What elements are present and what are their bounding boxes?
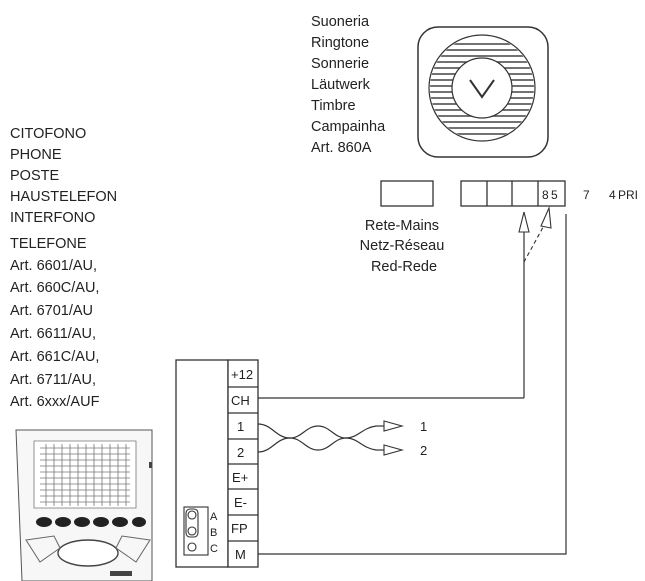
- mains-label: Rete-Mains Netz-Réseau Red-Rede: [360, 218, 449, 275]
- terminal-label-4: 4: [609, 188, 616, 202]
- jumper-label-a: A: [210, 511, 218, 523]
- terminal-fp: FP: [231, 521, 248, 536]
- wiring: [257, 214, 567, 555]
- terminal-ch: CH: [231, 393, 250, 408]
- phone-label: CITOFONO PHONE POSTE HAUSTELEFON INTERFO…: [10, 126, 121, 410]
- ringer-label: Suoneria Ringtone Sonnerie Läutwerk Timb…: [311, 14, 389, 156]
- output-arrow-1: [383, 420, 405, 432]
- phone-icon: [15, 429, 153, 581]
- ringer-unit: [417, 26, 549, 158]
- ringer-terminal-strip: [460, 180, 566, 207]
- terminal-label-7: 7: [583, 188, 590, 202]
- terminal-label-8: 8: [542, 188, 549, 202]
- wire-twisted-1: [257, 423, 377, 439]
- ringer-connection-arrows: [518, 205, 552, 398]
- wire-twisted-2: [257, 437, 377, 453]
- jumper-icon: [183, 506, 209, 556]
- output-label-2: 2: [420, 443, 427, 458]
- output-label-1: 1: [420, 419, 427, 434]
- jumper-label-b: B: [210, 527, 217, 539]
- terminal-label-5: 5: [551, 188, 558, 202]
- terminal-2: 2: [237, 445, 244, 460]
- mains-block: [380, 180, 434, 207]
- speaker-icon: [428, 34, 536, 142]
- terminal-1: 1: [237, 419, 244, 434]
- output-arrow-2: [383, 444, 405, 456]
- terminal-e-plus: E+: [232, 470, 248, 485]
- jumper-label-c: C: [210, 543, 218, 555]
- terminal-plus12: +12: [231, 367, 253, 382]
- wire-m: [258, 214, 567, 555]
- terminal-label-pri: PRI: [618, 188, 638, 202]
- terminal-e-minus: E-: [234, 495, 247, 510]
- terminal-m: M: [235, 547, 246, 562]
